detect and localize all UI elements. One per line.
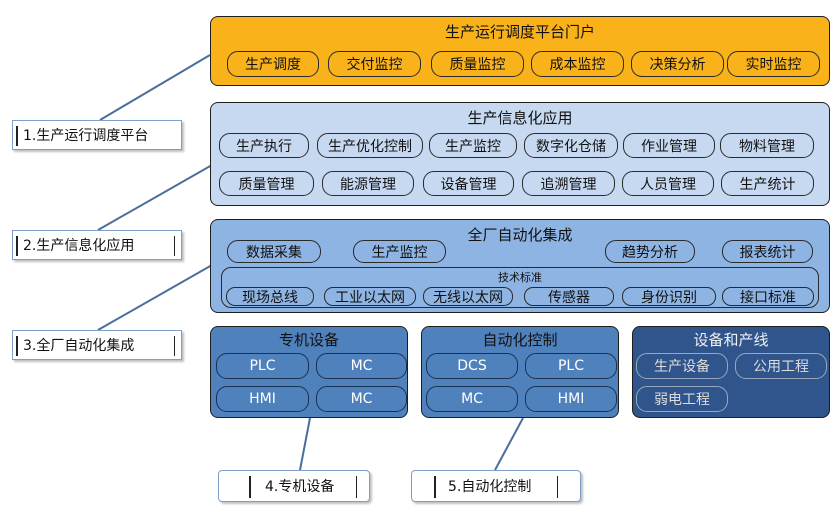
label-bar — [16, 126, 18, 146]
automation-control-panel: 自动化控制 DCS PLC MC HMI — [421, 326, 619, 418]
label-automation: 3.全厂自动化集成 — [12, 330, 182, 360]
tech-item-wireless-ethernet[interactable]: 无线以太网 — [423, 287, 513, 306]
label-info-app: 2.生产信息化应用 — [12, 230, 182, 260]
portal-item-dispatch[interactable]: 生产调度 — [227, 51, 319, 77]
automation-control-title: 自动化控制 — [482, 331, 558, 349]
automation-item-monitoring[interactable]: 生产监控 — [353, 240, 446, 263]
control-item-mc[interactable]: MC — [426, 386, 518, 412]
label-special-equipment-text: 4.专机设备 — [265, 479, 335, 495]
portal-item-cost[interactable]: 成本监控 — [531, 51, 624, 77]
tech-item-sensor[interactable]: 传感器 — [524, 287, 614, 306]
info-item-personnel[interactable]: 人员管理 — [622, 171, 714, 196]
info-item-monitoring[interactable]: 生产监控 — [429, 133, 517, 158]
label-dispatch-platform: 1.生产运行调度平台 — [12, 120, 182, 150]
portal-item-realtime[interactable]: 实时监控 — [727, 51, 820, 77]
info-item-material[interactable]: 物料管理 — [720, 133, 814, 158]
portal-item-delivery[interactable]: 交付监控 — [328, 51, 421, 77]
info-item-job[interactable]: 作业管理 — [623, 133, 715, 158]
info-item-equipment[interactable]: 设备管理 — [423, 171, 514, 196]
label-bar — [249, 476, 251, 498]
special-equipment-title: 专机设备 — [278, 331, 339, 349]
control-item-dcs[interactable]: DCS — [426, 353, 518, 379]
tech-item-fieldbus[interactable]: 现场总线 — [226, 287, 314, 306]
special-item-mc-1[interactable]: MC — [316, 353, 407, 379]
label-info-app-text: 2.生产信息化应用 — [23, 238, 135, 254]
label-bar — [557, 476, 558, 498]
info-item-execution[interactable]: 生产执行 — [219, 133, 309, 158]
tech-standards-box: 技术标准 现场总线 工业以太网 无线以太网 传感器 身份识别 接口标准 — [221, 267, 819, 308]
equipment-line-title: 设备和产线 — [693, 331, 769, 349]
label-bar — [356, 476, 357, 498]
tech-standards-title: 技术标准 — [498, 271, 542, 284]
portal-panel: 生产运行调度平台门户 生产调度 交付监控 质量监控 成本监控 决策分析 实时监控 — [210, 16, 830, 86]
equipment-item-production[interactable]: 生产设备 — [636, 353, 728, 379]
special-item-mc-2[interactable]: MC — [316, 386, 407, 412]
label-special-equipment: 4.专机设备 — [218, 470, 370, 502]
label-bar — [174, 336, 175, 356]
info-item-quality[interactable]: 质量管理 — [219, 171, 314, 196]
equipment-line-panel: 设备和产线 生产设备 公用工程 弱电工程 — [632, 326, 830, 418]
control-item-hmi[interactable]: HMI — [525, 386, 617, 412]
label-bar — [434, 476, 436, 498]
special-equipment-panel: 专机设备 PLC MC HMI MC — [210, 326, 408, 418]
tech-item-interface[interactable]: 接口标准 — [722, 287, 814, 306]
label-bar — [174, 236, 175, 256]
info-app-title: 生产信息化应用 — [467, 109, 573, 127]
label-automation-control-text: 5.自动化控制 — [448, 479, 532, 495]
info-item-optimization[interactable]: 生产优化控制 — [317, 133, 423, 158]
label-bar — [16, 236, 18, 256]
special-item-hmi[interactable]: HMI — [216, 386, 309, 412]
automation-title: 全厂自动化集成 — [467, 226, 573, 244]
portal-title: 生产运行调度平台门户 — [444, 23, 595, 41]
label-automation-control: 5.自动化控制 — [411, 470, 581, 502]
portal-item-decision[interactable]: 决策分析 — [631, 51, 724, 77]
info-item-warehouse[interactable]: 数字化仓储 — [524, 133, 618, 158]
info-item-statistics[interactable]: 生产统计 — [721, 171, 814, 196]
automation-item-trend[interactable]: 趋势分析 — [605, 240, 695, 263]
automation-item-report[interactable]: 报表统计 — [722, 240, 813, 263]
tech-item-industrial-ethernet[interactable]: 工业以太网 — [324, 287, 416, 306]
label-bar — [16, 336, 18, 356]
info-item-traceability[interactable]: 追溯管理 — [522, 171, 615, 196]
info-item-energy[interactable]: 能源管理 — [322, 171, 414, 196]
automation-panel: 全厂自动化集成 数据采集 生产监控 趋势分析 报表统计 技术标准 现场总线 工业… — [210, 219, 830, 313]
special-item-plc[interactable]: PLC — [216, 353, 309, 379]
tech-item-identification[interactable]: 身份识别 — [622, 287, 716, 306]
info-app-panel: 生产信息化应用 生产执行 生产优化控制 生产监控 数字化仓储 作业管理 物料管理… — [210, 102, 830, 206]
portal-item-quality[interactable]: 质量监控 — [431, 51, 524, 77]
automation-item-data-collection[interactable]: 数据采集 — [227, 240, 321, 263]
label-dispatch-platform-text: 1.生产运行调度平台 — [23, 128, 149, 144]
equipment-item-utilities[interactable]: 公用工程 — [735, 353, 827, 379]
label-automation-text: 3.全厂自动化集成 — [23, 338, 135, 354]
control-item-plc[interactable]: PLC — [525, 353, 617, 379]
equipment-item-low-voltage[interactable]: 弱电工程 — [636, 386, 728, 412]
